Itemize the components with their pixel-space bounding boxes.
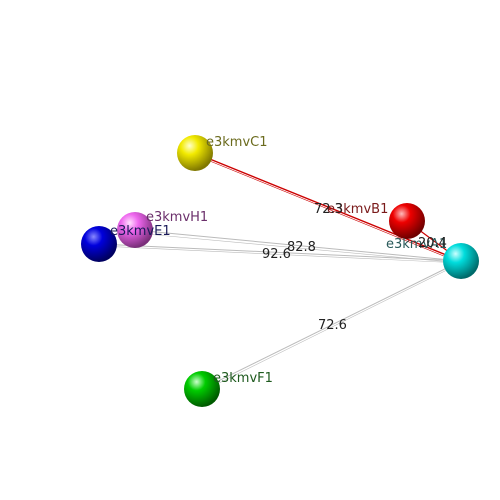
node-e1[interactable] [81, 226, 117, 262]
node-label-h1: e3kmvH1 [146, 210, 208, 225]
node-label-c1: e3kmvC1 [206, 135, 268, 150]
node-f1[interactable] [184, 371, 220, 407]
node-label-a1: e3kmvA1 [386, 237, 447, 252]
edge-value-b1-a1: 20.4 [418, 236, 447, 251]
edge-e1-a1 [98, 243, 462, 264]
edge-value-f1-a1: 72.6 [318, 318, 347, 333]
edge-value-h1-a1: 82.8 [287, 240, 316, 255]
edge-c1-a1 [194, 152, 462, 264]
node-label-e1: e3kmvE1 [110, 224, 171, 239]
edge-value-c1-a1: 72.3 [314, 202, 343, 217]
edge-value-e1-a1: 92.6 [262, 247, 291, 262]
node-label-b1: e3kmvB1 [327, 202, 388, 217]
edge-f1-a1 [201, 260, 462, 392]
node-a1[interactable] [443, 243, 479, 279]
node-label-f1: e3kmvF1 [213, 371, 273, 386]
node-b1[interactable] [389, 203, 425, 239]
node-h1[interactable] [117, 212, 153, 248]
node-c1[interactable] [177, 135, 213, 171]
